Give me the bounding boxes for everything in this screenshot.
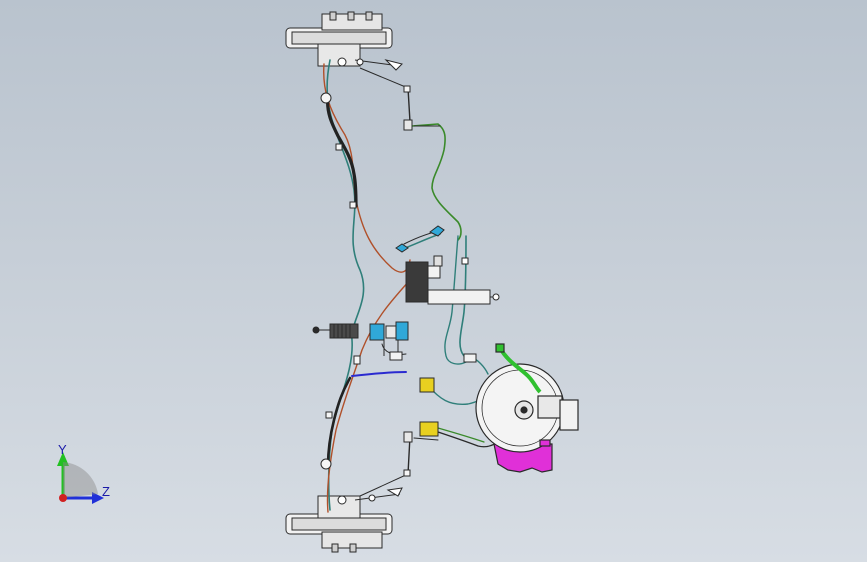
green-pipe bbox=[411, 123, 462, 241]
y-axis-label: Y bbox=[58, 442, 67, 457]
brake-lines bbox=[322, 59, 499, 513]
pipe-clips bbox=[320, 85, 413, 477]
top-brake-assembly bbox=[285, 11, 409, 89]
top-flex-hose bbox=[326, 94, 358, 208]
upper-yellow-connector bbox=[419, 377, 435, 393]
blue-cable bbox=[351, 371, 407, 377]
tee-junction bbox=[389, 351, 477, 363]
center-valve-assembly bbox=[395, 225, 500, 305]
yellow-connectors bbox=[419, 377, 439, 437]
bottom-flex-hose bbox=[326, 376, 352, 468]
axis-triad: Y Z bbox=[57, 442, 110, 504]
copper-brake-line bbox=[322, 63, 411, 273]
lower-yellow-connector bbox=[419, 421, 439, 437]
green-booster-hose bbox=[498, 346, 542, 394]
z-axis-label: Z bbox=[102, 484, 110, 499]
bottom-brake-assembly bbox=[285, 473, 409, 553]
brake-booster bbox=[475, 343, 579, 473]
spring-actuator bbox=[312, 321, 409, 356]
